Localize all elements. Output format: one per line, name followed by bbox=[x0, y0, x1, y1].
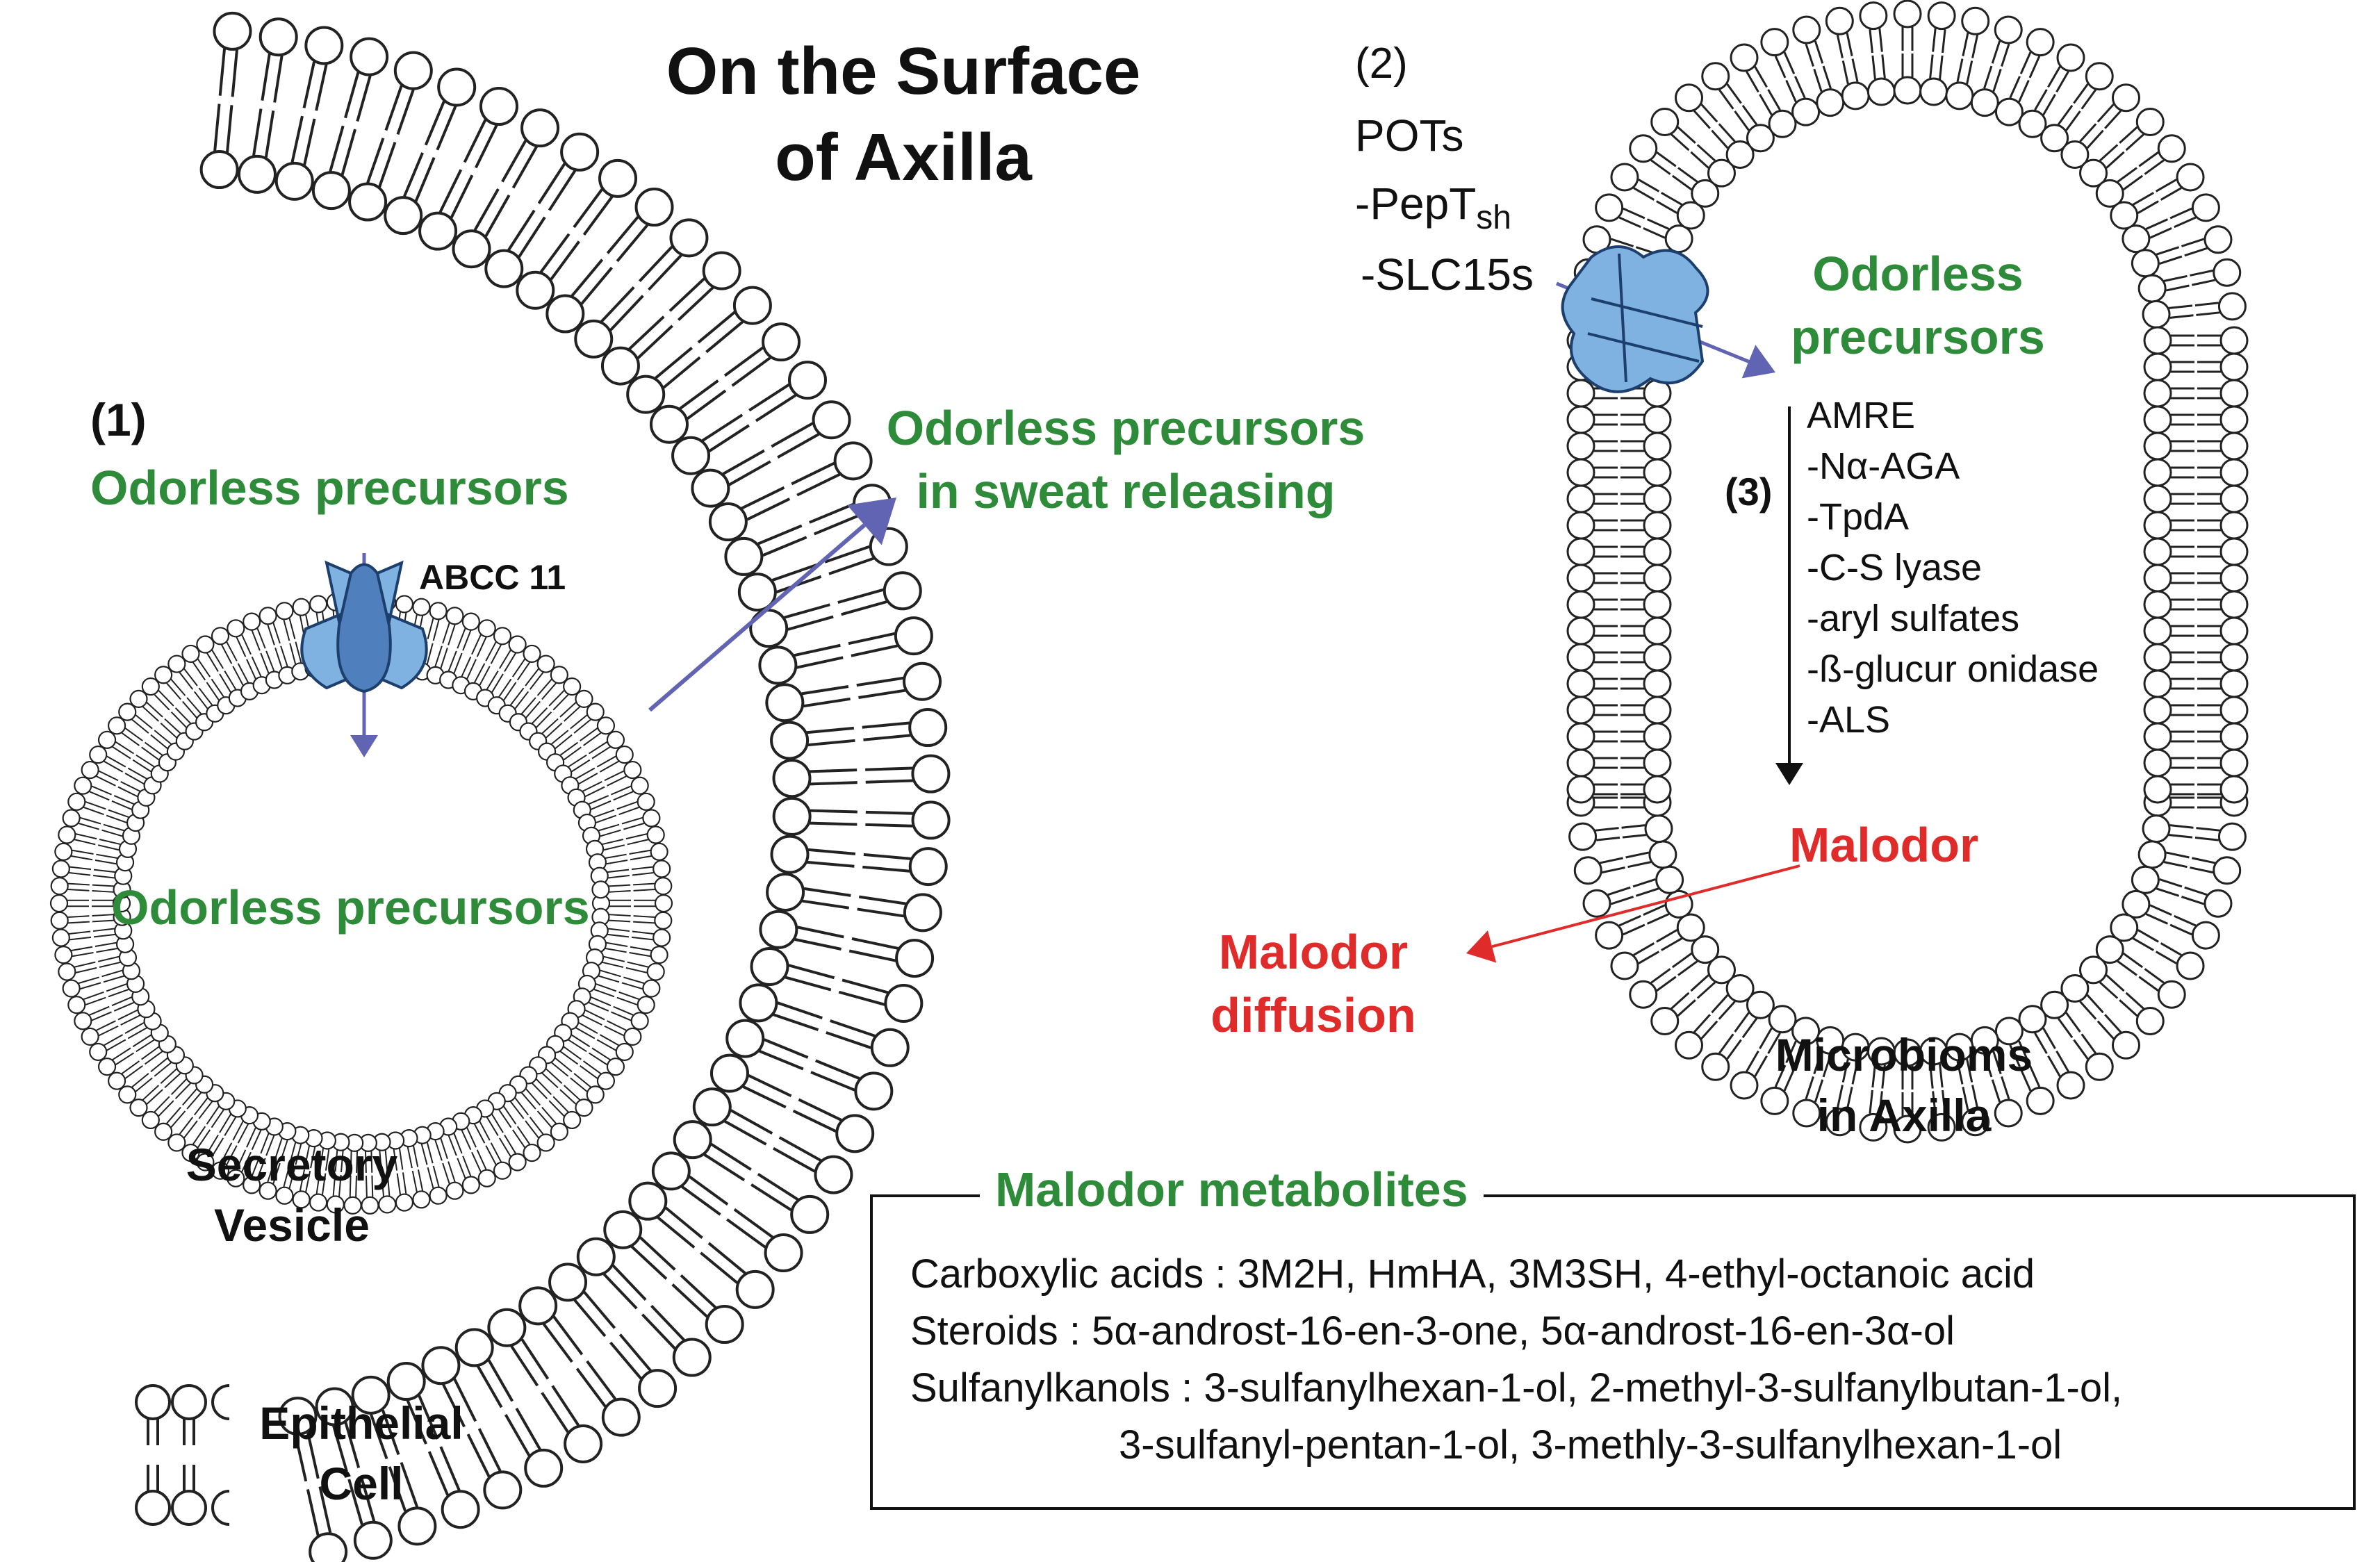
metabolite-line: 3-sulfanyl-pentan-1-ol, 3-methly-3-sulfa… bbox=[1119, 1422, 2062, 1468]
metabolite-line: Sulfanylkanols : 3-sulfanylhexan-1-ol, 2… bbox=[910, 1365, 2123, 1411]
transporters bbox=[300, 245, 1709, 693]
abcc11-label: ABCC 11 bbox=[419, 558, 566, 597]
enzyme-item: AMRE bbox=[1807, 395, 1916, 436]
metabolite-line: Carboxylic acids : 3M2H, HmHA, 3M3SH, 4-… bbox=[910, 1251, 2035, 1297]
title-line-1: On the Surface bbox=[666, 34, 1141, 108]
pots-heading: POTs bbox=[1355, 110, 1464, 161]
enzyme-list: AMRE -Nα-AGA -TpdA -C-S lyase -aryl sulf… bbox=[1807, 390, 2099, 746]
epithelial-cell-line-2: Cell bbox=[319, 1457, 404, 1509]
metabolites-box bbox=[870, 1194, 2356, 1510]
microbe-membrane bbox=[1566, 0, 2249, 1144]
microbiome-label: Microbioms in Axilla bbox=[1737, 1030, 2071, 1140]
metabolites-title: Malodor metabolites bbox=[980, 1162, 1484, 1217]
step-1-number: (1) bbox=[90, 394, 147, 445]
enzyme-item: -ALS bbox=[1807, 699, 1891, 741]
step-3-number: (3) bbox=[1725, 470, 1773, 513]
incoming-precursors-label: Odorless precursors bbox=[90, 461, 569, 515]
pept-item-main: -PepT bbox=[1355, 179, 1477, 229]
page-title: On the Surface of Axilla bbox=[584, 35, 1223, 194]
enzyme-item: -Nα-AGA bbox=[1807, 445, 1960, 487]
malodor-label: Malodor bbox=[1789, 818, 1979, 872]
lipid-legend-icon bbox=[135, 1384, 230, 1526]
enzyme-item: -ß-glucur onidase bbox=[1807, 648, 2099, 690]
secretory-vesicle-line-2: Vesicle bbox=[214, 1199, 370, 1251]
title-line-2: of Axilla bbox=[775, 120, 1032, 195]
microbe-precursors-line-1: Odorless bbox=[1812, 247, 2024, 301]
slc15s-item: -SLC15s bbox=[1361, 249, 1534, 299]
microbe-precursors-label: Odorless precursors bbox=[1765, 247, 2071, 364]
sweat-release-line-1: Odorless precursors bbox=[886, 401, 1365, 455]
sweat-release-label: Odorless precursors in sweat releasing bbox=[862, 402, 1390, 518]
pept-item-sub: sh bbox=[1476, 199, 1511, 236]
microbe-precursors-line-2: precursors bbox=[1791, 310, 2045, 364]
metabolite-line: Steroids : 5α-androst-16-en-3-one, 5α-an… bbox=[910, 1308, 1955, 1354]
epithelial-cell-membrane bbox=[199, 11, 951, 1562]
pept-item: -PepTsh bbox=[1355, 179, 1511, 237]
enzyme-item: -TpdA bbox=[1807, 496, 1910, 538]
microbiome-line-1: Microbioms bbox=[1775, 1029, 2033, 1080]
malodor-diffusion-label: Malodor diffusion bbox=[1174, 926, 1452, 1042]
sweat-release-line-2: in sweat releasing bbox=[916, 464, 1336, 518]
step-2-number: (2) bbox=[1355, 40, 1408, 88]
epithelial-cell-line-1: Epithelial bbox=[259, 1397, 463, 1449]
secretory-vesicle-label: Secretory Vesicle bbox=[153, 1140, 431, 1250]
enzyme-item: -aryl sulfates bbox=[1807, 598, 2020, 639]
epithelial-cell-label: Epithelial Cell bbox=[236, 1398, 486, 1508]
malodor-diffusion-line-1: Malodor bbox=[1218, 925, 1409, 979]
secretory-vesicle-line-1: Secretory bbox=[186, 1139, 398, 1190]
malodor-diffusion-line-2: diffusion bbox=[1210, 988, 1416, 1042]
enzyme-item: -C-S lyase bbox=[1807, 547, 1983, 589]
microbiome-line-2: in Axilla bbox=[1816, 1089, 1992, 1141]
vesicle-precursors-label: Odorless precursors bbox=[111, 880, 590, 935]
